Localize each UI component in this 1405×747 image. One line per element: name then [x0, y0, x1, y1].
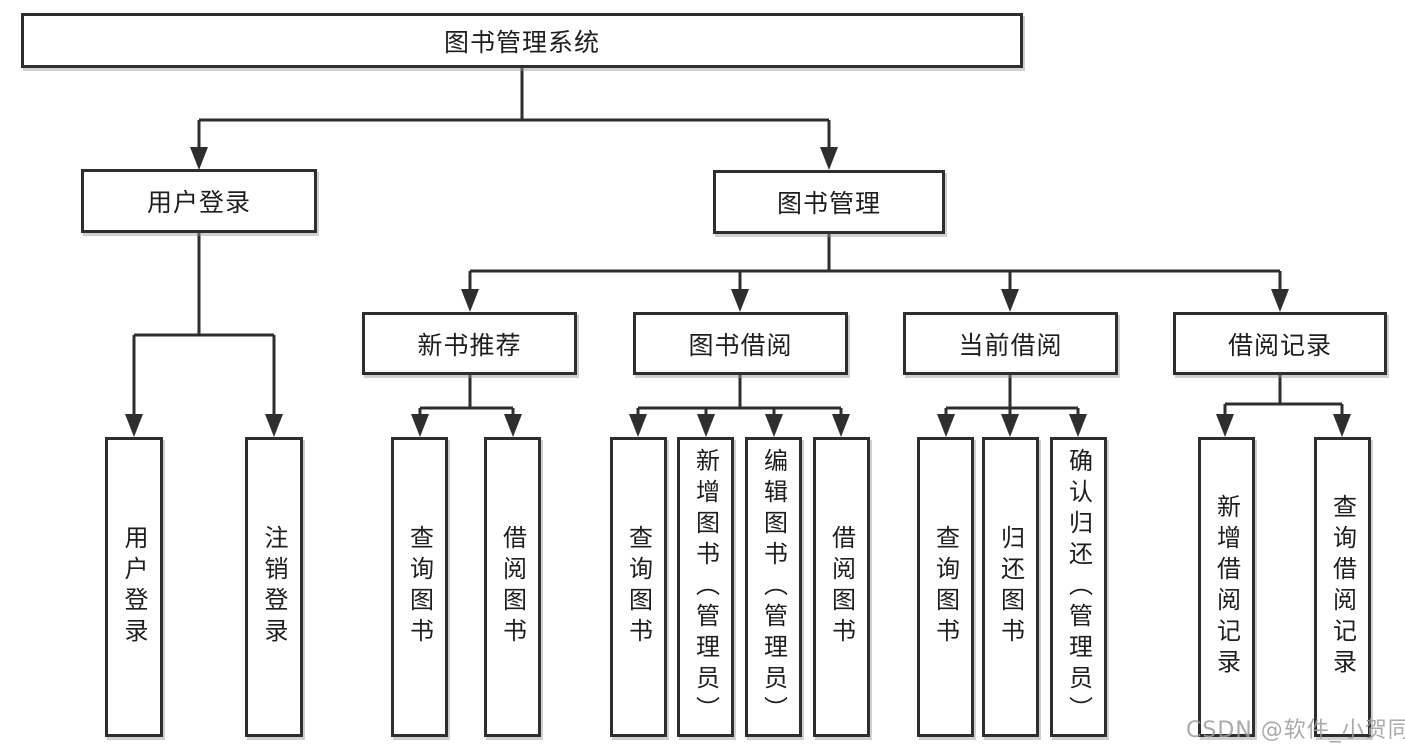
leaf-edit-books-admin: 编辑图书（管理员） — [745, 437, 802, 737]
node-book-management: 图书管理 — [713, 170, 945, 234]
arrowhead-icon — [697, 414, 715, 437]
arrowhead-icon — [629, 414, 647, 437]
arrowhead-icon — [1333, 414, 1351, 437]
arrowhead-icon — [832, 414, 850, 437]
arrowhead-icon — [265, 414, 283, 437]
arrowhead-icon — [937, 414, 955, 437]
arrowhead-icon — [1271, 289, 1289, 312]
node-book-borrowing: 图书借阅 — [633, 312, 848, 375]
arrowhead-icon — [411, 414, 429, 437]
leaf-query-borrow-record: 查询借阅记录 — [1314, 437, 1371, 737]
leaf-query-books-borrowing: 查询图书 — [610, 437, 667, 737]
connector-root — [197, 68, 831, 153]
arrowhead-icon — [125, 414, 143, 437]
arrowhead-icon — [1069, 414, 1087, 437]
watermark: CSDN @软件_小贺同学 — [1186, 718, 1405, 743]
node-borrow-records: 借阅记录 — [1173, 312, 1387, 375]
arrowhead-icon — [1216, 414, 1234, 437]
arrowhead-icon — [765, 414, 783, 437]
arrowhead-icon — [731, 289, 749, 312]
leaf-confirm-return-admin: 确认归还（管理员） — [1050, 437, 1107, 737]
leaf-query-books-current: 查询图书 — [917, 437, 974, 737]
connector-new-book — [418, 375, 515, 421]
leaf-borrow-books-recommend: 借阅图书 — [484, 437, 541, 737]
arrowheads — [125, 147, 1351, 437]
leaf-user-login: 用户登录 — [105, 437, 163, 737]
connector-book-borrowing — [636, 375, 843, 421]
arrowhead-icon — [461, 289, 479, 312]
node-user-login: 用户登录 — [81, 169, 317, 233]
connector-borrow-records — [1223, 375, 1344, 421]
arrowhead-icon — [820, 147, 838, 170]
connector-book-management — [468, 234, 1282, 296]
leaf-add-books-admin: 新增图书（管理员） — [677, 437, 734, 737]
node-library-system: 图书管理系统 — [21, 13, 1023, 68]
leaf-logout: 注销登录 — [245, 437, 303, 737]
leaf-add-borrow-record: 新增借阅记录 — [1198, 437, 1255, 737]
leaf-borrow-books: 借阅图书 — [813, 437, 870, 737]
arrowhead-icon — [504, 414, 522, 437]
leaf-query-books-recommend: 查询图书 — [391, 437, 448, 737]
node-current-borrowing: 当前借阅 — [903, 312, 1118, 375]
arrowhead-icon — [1001, 289, 1019, 312]
arrowhead-icon — [190, 147, 208, 170]
arrowhead-icon — [1001, 414, 1019, 437]
connector-user-login — [132, 233, 276, 421]
leaf-return-books: 归还图书 — [982, 437, 1039, 737]
node-new-book-recommendation: 新书推荐 — [362, 312, 577, 375]
